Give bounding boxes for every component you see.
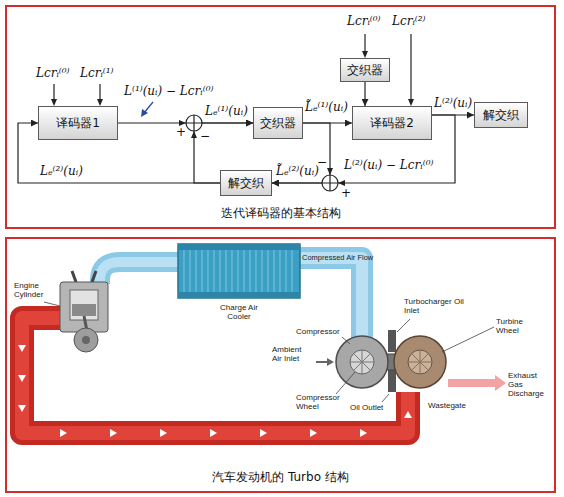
process-box: 解交织 [220,170,272,196]
part-name: Exhaust Gas Discharge [508,372,552,398]
signal-name: L̃ₑ⁽¹⁾(uᵢ) [305,100,348,114]
part-name: Turbine Wheel [496,318,538,336]
engine [60,271,108,352]
panel-frame: 汽车发动机的 Turbo 结构 [5,237,556,493]
exhaust-pipe [22,318,408,433]
charge-air-cooler [178,244,300,298]
process-box: 译码器1 [38,106,118,140]
signal-name: L̃ₑ⁽²⁾(uᵢ) [276,164,319,178]
pointer-arrow [141,102,153,117]
signal-name: L⁽²⁾(uᵢ) [434,96,472,110]
process-box: 译码器2 [352,106,432,140]
input-arrow [51,34,414,106]
box-label: 解交织 [483,107,519,124]
part-name: Compressor [296,328,340,337]
flow-arrow [18,345,412,437]
process-box: 交织器 [253,107,303,139]
process-box: 交织器 [340,58,390,82]
air-inlet-arrow [316,358,334,366]
leader-line [44,302,494,402]
signal-name: L⁽¹⁾(uᵢ) − Lcrᵢ⁽⁰⁾ [124,84,213,98]
part-name: Charge Air Cooler [214,304,264,322]
part-name: Compressor Wheel [296,394,342,412]
panel-frame: 迭代译码器的基本结构交织器译码器1交织器译码器2解交织解交织 [5,5,556,229]
signal-name: Lₑ⁽¹⁾(uᵢ) [205,104,248,118]
caption: 汽车发动机的 Turbo 结构 [7,469,554,486]
caption: 迭代译码器的基本结构 [7,205,554,222]
signal-name: Lcrᵢ⁽¹⁾ [80,66,114,80]
box-label: 解交织 [228,175,264,192]
part-name: Ambient Air Inlet [272,346,312,364]
turbocharger [336,330,446,392]
part-name: Turbocharger Oil Inlet [404,298,464,316]
sign-mark: − [317,156,327,169]
part-name: Wastegate [428,402,466,411]
signal-name: Lcrᵢ⁽²⁾ [392,14,426,28]
exhaust-arrow [448,375,506,391]
signal-name: Lcrᵢ⁽⁰⁾ [36,66,70,80]
signal-name: Lₑ⁽²⁾(uᵢ) [40,164,83,178]
process-box: 解交织 [474,102,528,128]
part-name: Oil Outlet [350,404,383,413]
sign-mark: + [176,126,186,139]
signal-arrow [364,82,365,106]
box-label: 译码器2 [370,115,414,132]
signal-name: Lcrᵢ⁽⁰⁾ [347,14,381,28]
box-label: 译码器1 [56,115,100,132]
box-label: 交织器 [347,62,383,79]
signal-name: L⁽²⁾(uᵢ) − Lcrᵢ⁽⁰⁾ [344,158,433,172]
sign-mark: − [200,130,210,143]
part-name: Engine Cylinder [14,282,54,300]
box-label: 交织器 [260,115,296,132]
sign-mark: + [341,187,351,200]
part-name: Compressed Air Flow [302,254,373,262]
